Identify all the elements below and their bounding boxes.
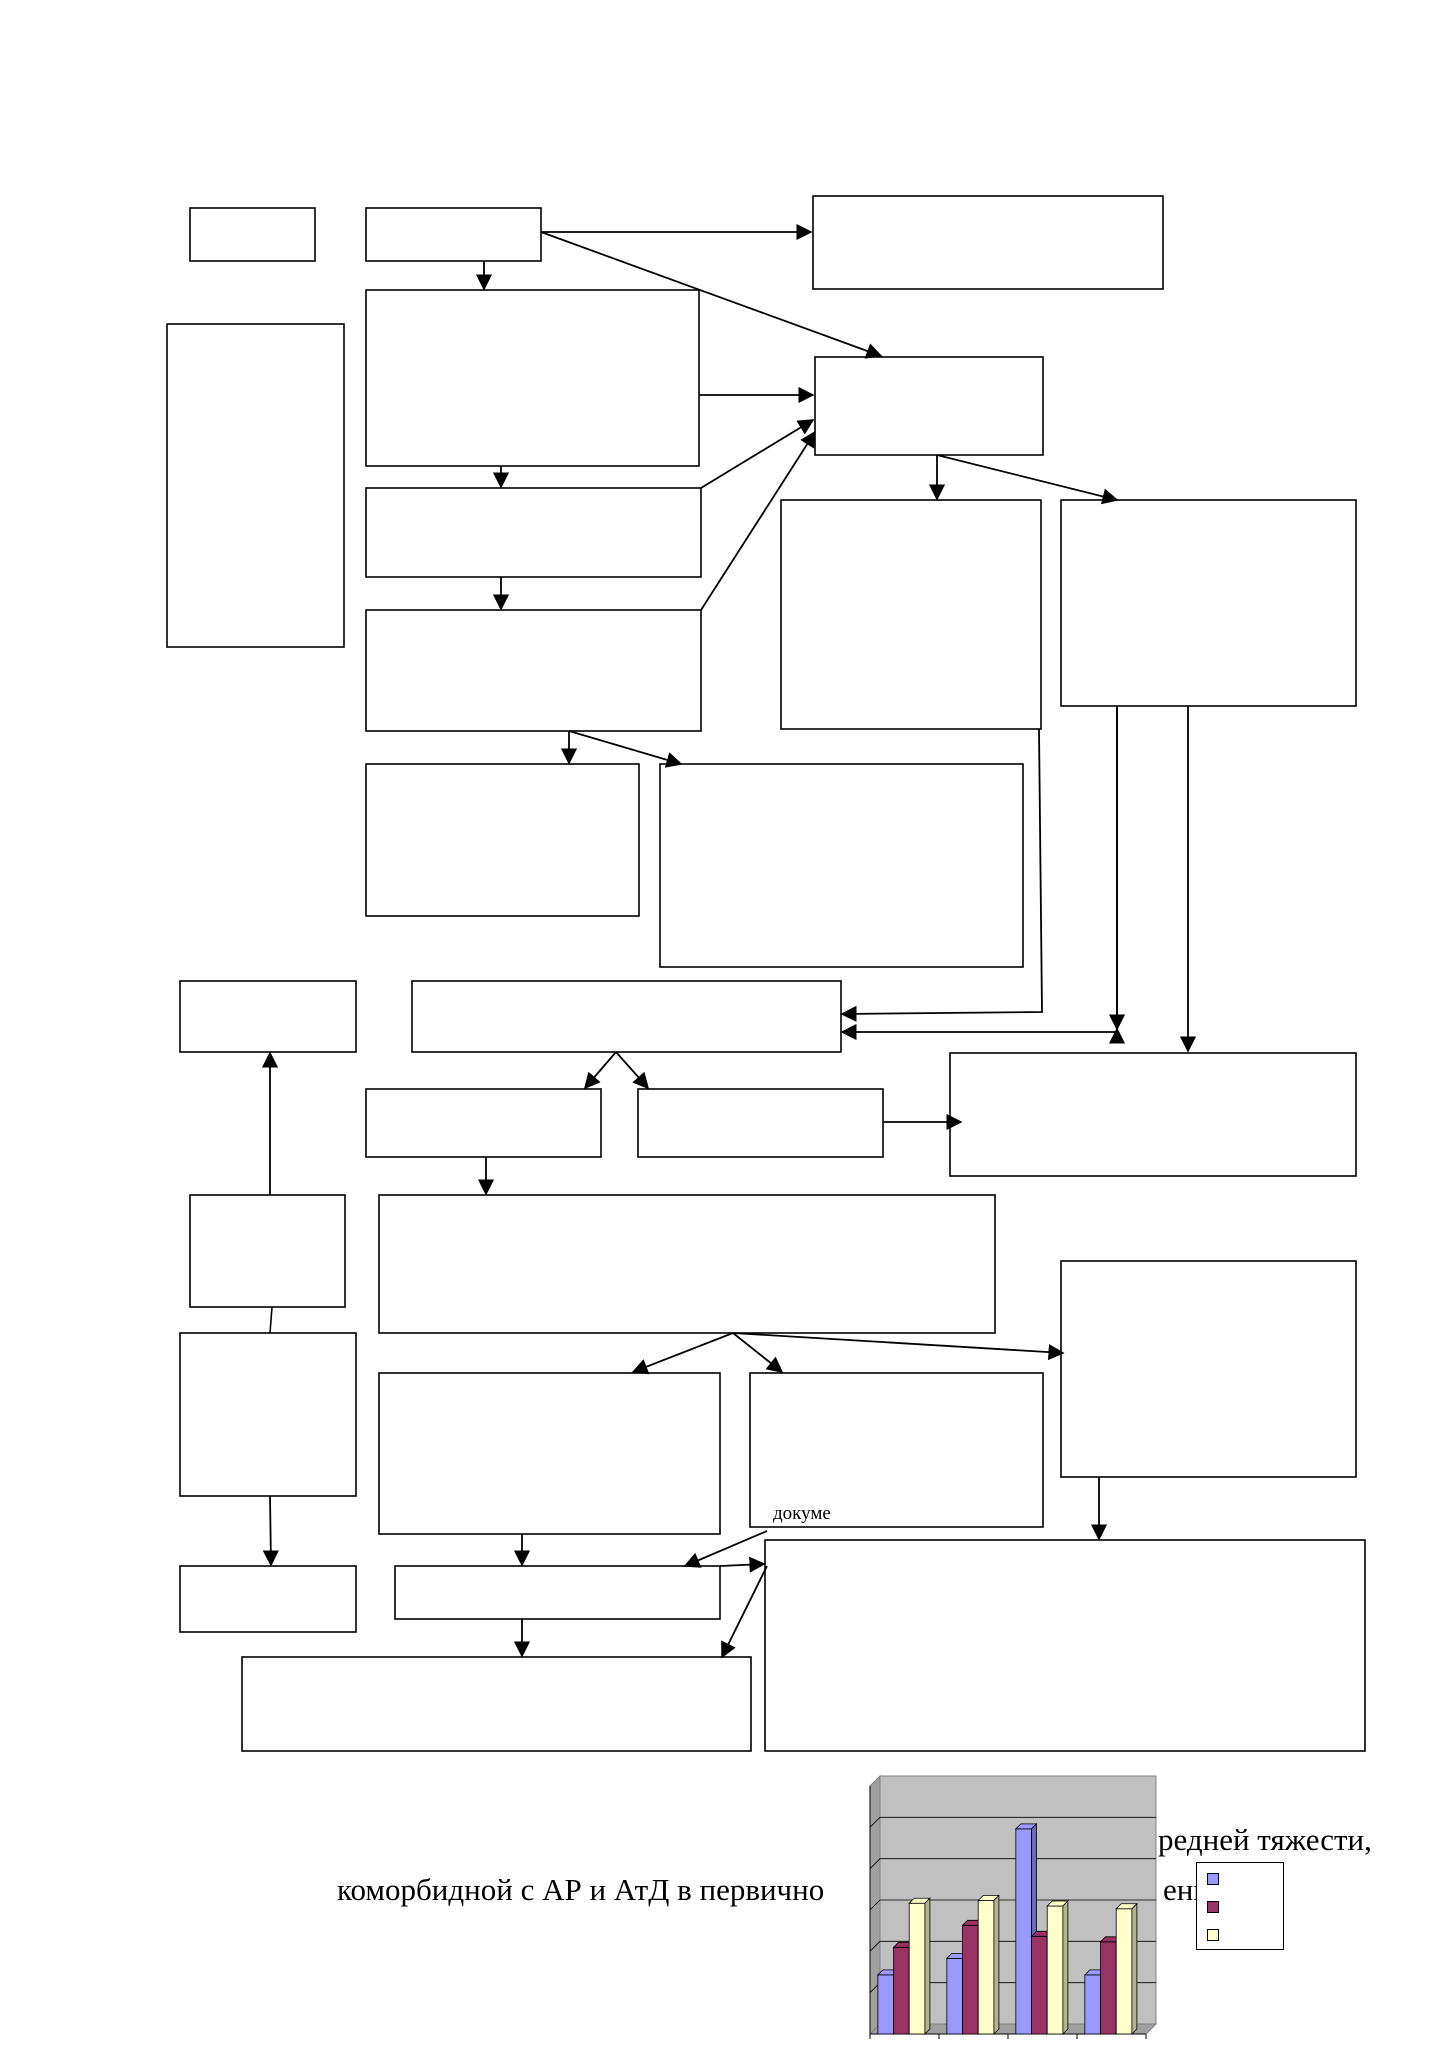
box-branch-right xyxy=(637,1088,884,1158)
bar-chart xyxy=(868,1774,1158,2039)
legend-swatch xyxy=(1207,1901,1219,1913)
box-branch-left xyxy=(365,1088,602,1158)
arrow xyxy=(700,430,816,611)
chart-bar-side xyxy=(993,1894,1000,2035)
arrow xyxy=(615,1051,650,1090)
chart-bar xyxy=(946,1957,963,2035)
chart-gridline xyxy=(869,1816,1156,1828)
box-collect xyxy=(394,1565,721,1620)
box-step-3a xyxy=(365,763,640,917)
caption-line-1: редней тяжести, xyxy=(1158,1822,1372,1857)
chart-bar xyxy=(1115,1908,1133,2035)
chart-bar-side xyxy=(1131,1902,1138,2035)
chart-bar xyxy=(877,1974,894,2035)
legend-swatch xyxy=(1207,1929,1219,1941)
box-step-3b xyxy=(659,763,1024,968)
caption-line-2: коморбидной с АР и АтД в первично xyxy=(337,1872,824,1908)
box-wide-middle xyxy=(378,1194,996,1334)
chart-bar xyxy=(962,1924,979,2035)
chart-bars xyxy=(876,1822,1138,2035)
chart-bar-side xyxy=(1062,1900,1069,2035)
box-step-3 xyxy=(365,609,702,732)
chart-gridline xyxy=(869,1899,1156,1911)
chart-gridline xyxy=(869,1858,1156,1869)
arrow xyxy=(732,1332,1065,1361)
box-top-left-small xyxy=(189,207,316,262)
box-step-1 xyxy=(365,289,700,467)
box-mid-right-1 xyxy=(780,499,1042,730)
box-left-bottom xyxy=(179,1565,357,1633)
box-start xyxy=(365,207,542,262)
box-final-left xyxy=(241,1656,752,1752)
box-merge xyxy=(411,980,842,1053)
box-right-result xyxy=(949,1052,1357,1177)
arrow xyxy=(631,1332,734,1375)
arrow xyxy=(700,419,815,489)
box-left-mid xyxy=(179,980,357,1053)
chart-bar xyxy=(1031,1935,1048,2035)
chart-bar xyxy=(908,1902,926,2035)
box-left-tall xyxy=(166,323,345,648)
arrow xyxy=(568,730,683,768)
box-left-lower xyxy=(179,1332,357,1497)
chart-bar xyxy=(1046,1905,1064,2035)
box-left-upper xyxy=(189,1194,346,1308)
arrow xyxy=(719,1556,766,1573)
arrow xyxy=(732,1332,784,1374)
chart-bar xyxy=(977,1900,995,2035)
caption-line-2-text: коморбидной с АР и АтД в первично xyxy=(337,1872,825,1907)
box-top-right xyxy=(812,195,1164,290)
legend-swatch xyxy=(1207,1873,1219,1885)
box-sub-1 xyxy=(378,1372,721,1535)
arrow xyxy=(936,454,1119,505)
box-step-2 xyxy=(365,487,702,578)
arrow xyxy=(583,1051,617,1090)
chart-bar xyxy=(1100,1941,1117,2035)
connector xyxy=(269,1306,273,1334)
chart-legend xyxy=(1196,1862,1284,1950)
box-far-right-1 xyxy=(1060,499,1357,707)
chart-bar xyxy=(1084,1974,1101,2035)
arrow xyxy=(683,1530,768,1568)
box-final-right xyxy=(764,1539,1366,1752)
box-middle-hub xyxy=(814,356,1044,456)
arrow xyxy=(540,231,883,359)
small-note: докуме xyxy=(773,1503,831,1524)
arrow xyxy=(840,728,1043,1022)
box-right-tall-2 xyxy=(1060,1260,1357,1478)
arrow xyxy=(721,1565,768,1659)
chart-bar xyxy=(1015,1828,1032,2035)
box-sub-2 xyxy=(749,1372,1044,1528)
chart-bar-side xyxy=(924,1897,931,2035)
arrow xyxy=(262,1495,279,1567)
chart-bar xyxy=(893,1946,910,2035)
